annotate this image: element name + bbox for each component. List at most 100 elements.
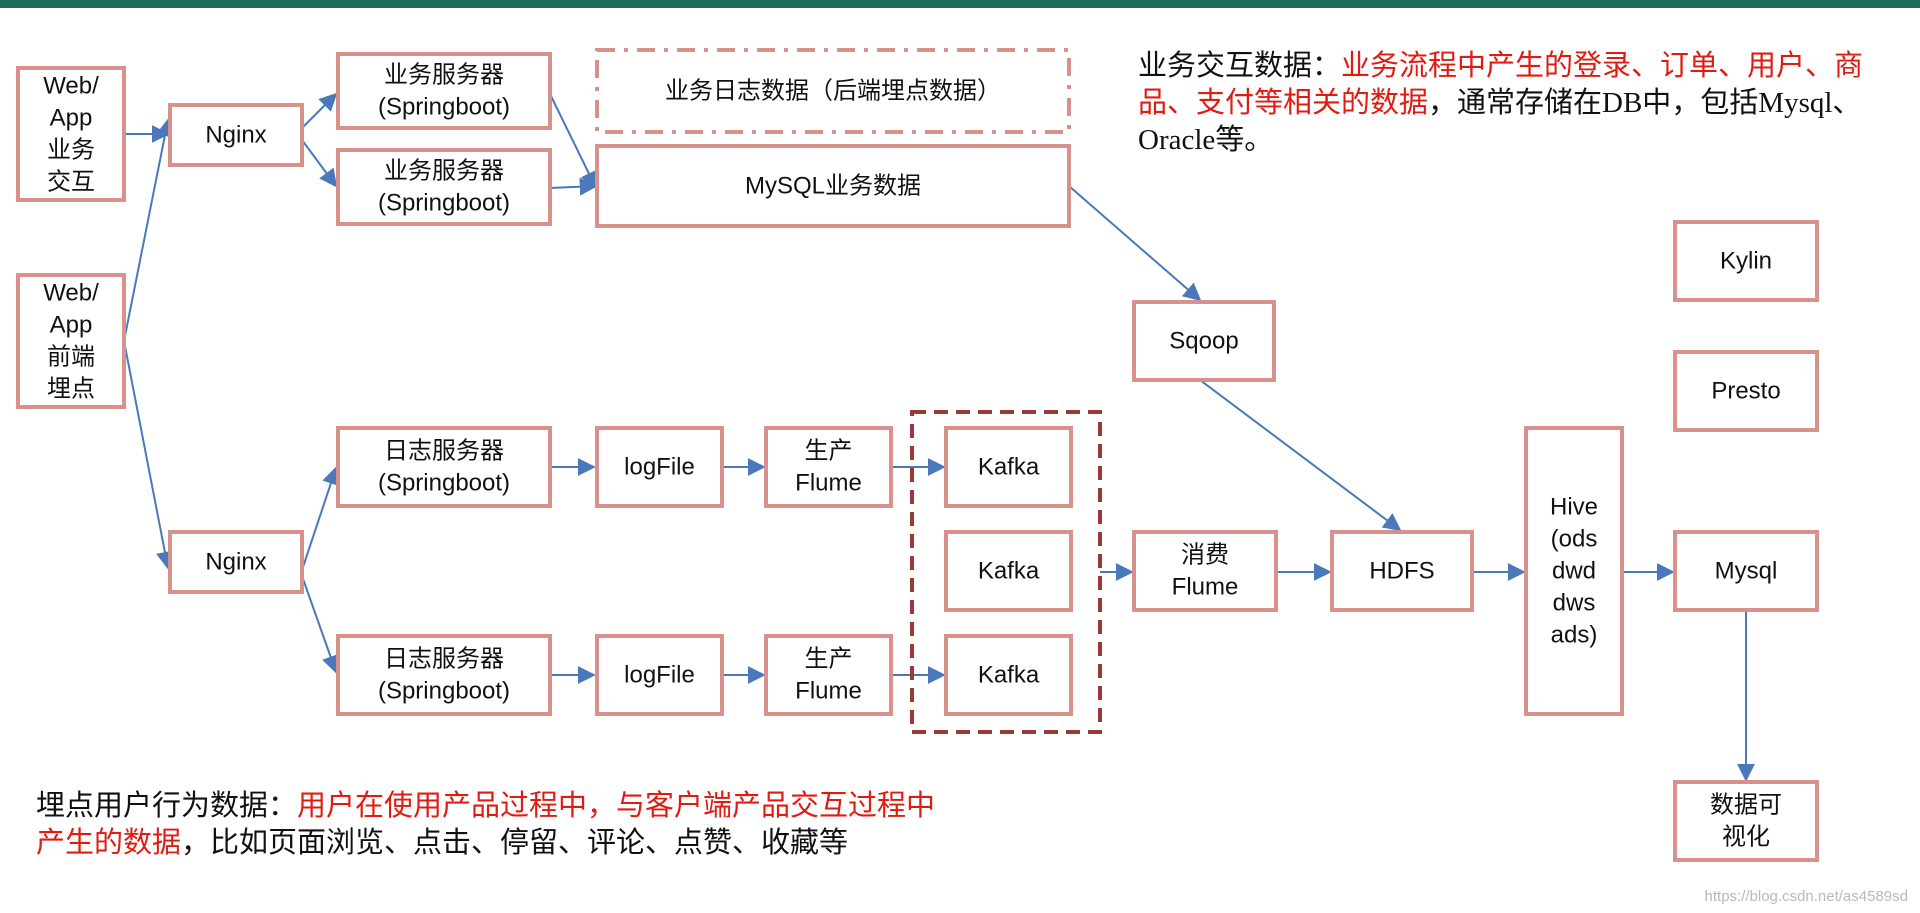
node-label: 业务 xyxy=(47,137,95,164)
node-box xyxy=(595,634,724,716)
node-label: Flume xyxy=(795,678,862,705)
node-label: logFile xyxy=(624,662,695,689)
node-k1: Kafka xyxy=(944,426,1073,508)
business-note-label: 业务交互数据： xyxy=(1138,50,1342,82)
node-box xyxy=(1673,350,1819,432)
node-box xyxy=(1673,780,1819,862)
node-box xyxy=(595,144,1071,228)
node-label: Web/ xyxy=(43,280,99,307)
edge-arrow xyxy=(549,93,597,190)
node-box xyxy=(336,148,552,226)
node-label: (ods xyxy=(1551,526,1598,553)
node-label: 业务服务器 xyxy=(384,158,504,185)
node-label: Flume xyxy=(1172,574,1239,601)
groups-layer xyxy=(910,410,1102,734)
node-box xyxy=(764,634,893,716)
node-label: dwd xyxy=(1552,558,1596,585)
node-box xyxy=(168,103,304,167)
node-label: Kylin xyxy=(1720,248,1772,275)
node-label: Presto xyxy=(1711,378,1780,405)
node-label: dws xyxy=(1553,590,1596,617)
node-label: ads) xyxy=(1551,622,1598,649)
node-label: App xyxy=(50,312,93,339)
node-label: Web/ xyxy=(43,73,99,100)
node-label: 前端 xyxy=(47,344,95,371)
node-label: (Springboot) xyxy=(378,470,510,497)
node-label: logFile xyxy=(624,454,695,481)
node-box xyxy=(336,634,552,716)
node-biz2: 业务服务器(Springboot) xyxy=(336,148,552,226)
node-biz1: 业务服务器 (Springboot) xyxy=(336,52,552,130)
node-box xyxy=(1330,530,1474,612)
node-label: Nginx xyxy=(205,122,266,149)
node-label: 交互 xyxy=(47,169,95,196)
nodes-layer: Web/App业务交互Web/App前端埋点NginxNginx业务服务器(Sp… xyxy=(16,48,1819,862)
node-box xyxy=(595,426,724,508)
edge-arrow xyxy=(301,92,338,129)
top-accent-bar xyxy=(0,0,1920,8)
node-label: 业务服务器 xyxy=(384,62,504,89)
node-box xyxy=(336,52,552,130)
node-sqoop: Sqoop xyxy=(1132,300,1276,382)
node-label: Nginx xyxy=(205,549,266,576)
node-web1: Web/App 业务交互 xyxy=(16,66,126,202)
node-box xyxy=(168,530,304,594)
node-mysqlbiz: MySQL业务数据 xyxy=(595,144,1071,228)
node-label: Kafka xyxy=(978,454,1040,481)
node-label: 数据可 xyxy=(1710,792,1782,819)
tracking-note-label: 埋点用户行为数据： xyxy=(36,790,298,822)
node-log2: 日志服务器(Springboot) xyxy=(336,634,552,716)
node-label: Kafka xyxy=(978,558,1040,585)
node-label: 消费 xyxy=(1181,542,1229,569)
node-bizlog: 业务日志数据（后端埋点数据） xyxy=(595,48,1071,134)
edge-arrow xyxy=(123,340,174,570)
node-box xyxy=(1524,426,1624,716)
node-label: 视化 xyxy=(1722,824,1770,851)
node-label: App xyxy=(50,105,93,132)
node-lf2: logFile xyxy=(595,634,724,716)
tracking-note-highlight: 用户在使用产品过程中，与客户端产品交互过程中产生的数据 xyxy=(36,790,936,859)
node-box xyxy=(595,48,1071,134)
node-box xyxy=(336,426,552,508)
node-box xyxy=(1132,300,1276,382)
node-box xyxy=(764,426,893,508)
node-label: Sqoop xyxy=(1169,328,1238,355)
watermark: https://blog.csdn.net/as4589sd xyxy=(1704,888,1908,905)
node-label: (Springboot) xyxy=(378,94,510,121)
node-box xyxy=(16,273,126,409)
node-nginx2: Nginx xyxy=(168,530,304,594)
node-label: 业务日志数据（后端埋点数据） xyxy=(665,78,1001,105)
node-label: HDFS xyxy=(1369,558,1434,585)
node-k2: Kafka xyxy=(944,530,1073,612)
node-label: Hive xyxy=(1550,494,1598,521)
node-box xyxy=(944,426,1073,508)
edge-arrow xyxy=(549,177,598,196)
node-log1: 日志服务器(Springboot) xyxy=(336,426,552,508)
tracking-data-note: 埋点用户行为数据：用户在使用产品过程中，与客户端产品交互过程中产生的数据，比如页… xyxy=(36,788,936,862)
node-label: Kafka xyxy=(978,662,1040,689)
node-cf: 消费 Flume xyxy=(1132,530,1278,612)
node-lf1: logFile xyxy=(595,426,724,508)
kafka-cluster-group xyxy=(910,410,1102,734)
node-box xyxy=(1673,220,1819,302)
node-box xyxy=(1673,530,1819,612)
node-box xyxy=(1132,530,1278,612)
node-label: 生产 xyxy=(805,646,853,673)
business-note-highlight: 业务流程中产生的登录、订单、用户、商品、支付等相关的数据 xyxy=(1138,50,1864,119)
business-data-note: 业务交互数据：业务流程中产生的登录、订单、用户、商品、支付等相关的数据，通常存储… xyxy=(1138,48,1898,159)
edge-arrow xyxy=(123,118,174,342)
tracking-note-rest: ，比如页面浏览、点击、停留、评论、点赞、收藏等 xyxy=(181,827,849,859)
node-kylin: Kylin xyxy=(1673,220,1819,302)
node-hive: Hive (ods dwd dws ads) xyxy=(1524,426,1624,716)
node-label: Mysql xyxy=(1715,558,1778,585)
edges-layer xyxy=(123,92,1755,782)
edge-arrow xyxy=(301,139,338,188)
edge-arrow xyxy=(1199,379,1402,532)
node-box xyxy=(944,530,1073,612)
node-presto: Presto xyxy=(1673,350,1819,432)
node-k3: Kafka xyxy=(944,634,1073,716)
node-box xyxy=(944,634,1073,716)
